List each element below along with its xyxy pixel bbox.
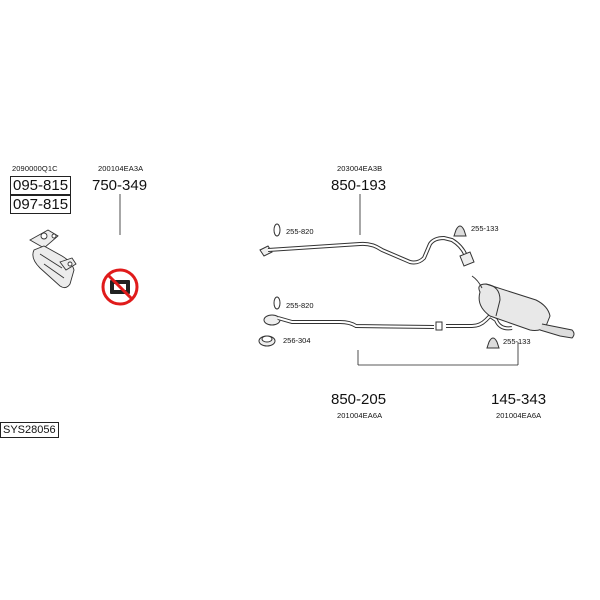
- system-code: SYS28056: [0, 422, 59, 438]
- part-number-095-815[interactable]: 095-815: [10, 176, 72, 195]
- part-number-850-205[interactable]: 850-205: [331, 391, 387, 408]
- hanger-255-133-a: [453, 225, 467, 237]
- oem-code-750-349: 200104EA3A: [98, 164, 144, 173]
- oem-code-850-193: 203004EA3B: [337, 164, 383, 173]
- part-number-750-349[interactable]: 750-349: [92, 177, 148, 194]
- fitting-label-255-820-a[interactable]: 255-820: [286, 227, 314, 236]
- catalytic-converter-icon: [29, 229, 77, 289]
- hanger-255-133-b: [486, 337, 500, 349]
- fitting-label-255-820-b[interactable]: 255-820: [286, 301, 314, 310]
- not-applicable-icon: [101, 268, 139, 306]
- gasket-255-820-a: [273, 223, 281, 237]
- part-number-097-815[interactable]: 097-815: [10, 195, 72, 214]
- oem-code-145-343: 201004EA6A: [496, 411, 542, 420]
- gasket-255-820-b: [273, 296, 281, 310]
- ring-256-304: [258, 335, 276, 347]
- part-number-850-193[interactable]: 850-193: [331, 177, 387, 194]
- fitting-label-255-133-a[interactable]: 255-133: [471, 224, 499, 233]
- part-number-145-343[interactable]: 145-343: [491, 391, 547, 408]
- front-pipe-850-193: [259, 235, 475, 267]
- oem-code-850-205: 201004EA6A: [337, 411, 383, 420]
- fitting-label-256-304[interactable]: 256-304: [283, 336, 311, 345]
- rear-silencer-145-343: [446, 275, 575, 339]
- fitting-label-255-133-b[interactable]: 255-133: [503, 337, 531, 346]
- oem-code-cat: 2090000Q1C: [12, 164, 58, 173]
- middle-pipe-850-205: [263, 314, 443, 331]
